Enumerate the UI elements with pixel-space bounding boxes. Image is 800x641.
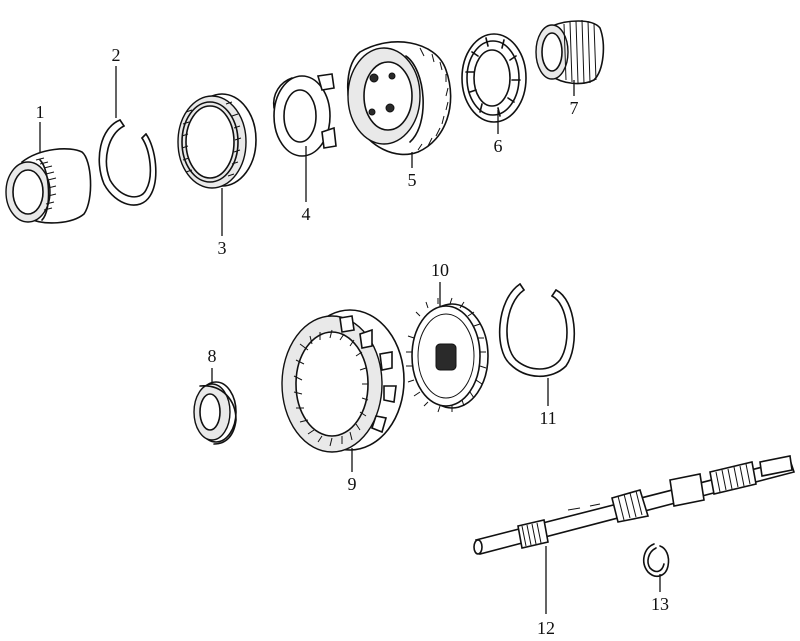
callout-6: 6 [494,136,503,156]
part-12-main-shaft [473,455,796,555]
part-8-seal [193,381,237,445]
leader-lines [39,66,661,614]
callout-4: 4 [302,204,311,224]
part-4-thrust-washer [272,73,337,157]
callout-8: 8 [208,346,217,366]
callout-10: 10 [431,260,449,280]
callout-3: 3 [218,238,227,258]
part-2-snap-ring [98,119,157,206]
part-7-needle-sleeve [535,19,605,85]
callout-1: 1 [36,102,45,122]
part-10-gear-disc [406,297,489,413]
callout-2: 2 [112,45,121,65]
callout-5: 5 [408,170,417,190]
part-5-planetary-carrier [346,41,452,156]
part-3-needle-bearing [177,93,257,189]
part-11-snap-ring [498,283,576,377]
callout-7: 7 [570,98,579,118]
callout-labels: 1 2 3 4 5 6 7 8 9 10 11 12 13 [36,45,670,638]
part-6-thrust-bearing [461,33,527,123]
callout-13: 13 [651,594,669,614]
part-9-internal-gear [281,309,405,453]
callout-11: 11 [539,408,556,428]
part-13-circlip [642,543,670,578]
callout-12: 12 [537,618,555,638]
callout-9: 9 [348,474,357,494]
part-1-bearing-sleeve [5,148,92,224]
